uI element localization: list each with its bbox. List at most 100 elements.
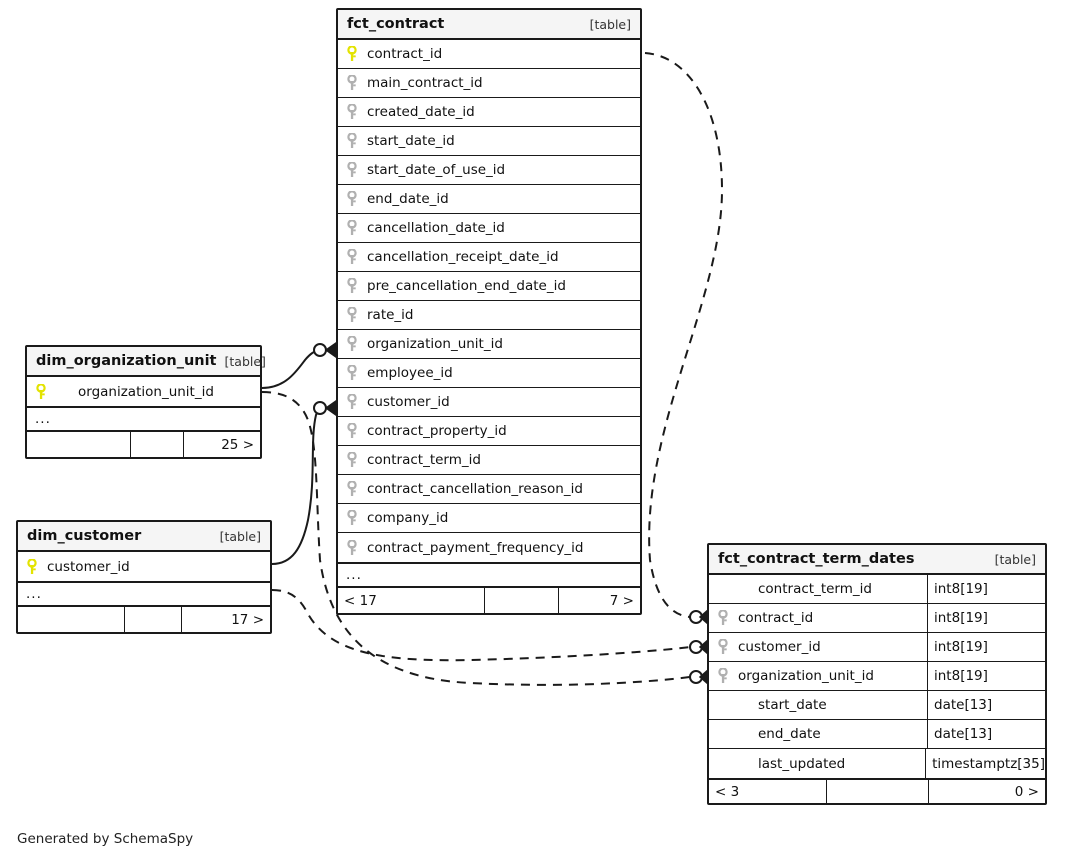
column-name-cell: last_updated: [709, 749, 925, 778]
foreign-key-icon: [718, 609, 731, 626]
footer-middle-cell: [131, 432, 184, 457]
table-footer-fct-contract-term-dates: < 3 0 >: [709, 778, 1045, 803]
foreign-key-icon: [347, 422, 360, 439]
column-name: organization_unit_id: [738, 668, 874, 684]
primary-key-icon: [36, 382, 49, 400]
connector-endpoint-customer: [313, 399, 337, 417]
column-name-cell: contract_term_id: [709, 575, 927, 603]
footer-incoming-count: < 3: [709, 780, 827, 803]
column-name-cell: start_date_id: [338, 127, 640, 155]
footer-middle-cell: [125, 607, 182, 632]
column-name-cell: company_id: [338, 504, 640, 532]
column-name-cell: organization_unit_id: [27, 377, 260, 406]
column-name: contract_property_id: [367, 423, 507, 439]
column-row[interactable]: contract_term_id int8[19]: [709, 575, 1045, 604]
foreign-key-icon: [718, 667, 731, 684]
column-type: int8[19]: [927, 662, 1045, 690]
column-name: employee_id: [367, 365, 453, 381]
footer-outgoing-count: 7 >: [609, 592, 634, 609]
column-row[interactable]: customer_id: [338, 388, 640, 417]
column-row[interactable]: company_id: [338, 504, 640, 533]
column-row[interactable]: end_date_id: [338, 185, 640, 214]
column-name-cell: end_date_id: [338, 185, 640, 213]
column-name: start_date: [758, 697, 827, 713]
table-kind-label: [table]: [219, 528, 261, 544]
column-row[interactable]: cancellation_receipt_date_id: [338, 243, 640, 272]
more-columns-indicator: ...: [18, 581, 270, 607]
column-row[interactable]: contract_cancellation_reason_id: [338, 475, 640, 504]
table-fct-contract-term-dates[interactable]: fct_contract_term_dates [table] contract…: [707, 543, 1047, 805]
column-name-cell: contract_term_id: [338, 446, 640, 474]
column-row[interactable]: pre_cancellation_end_date_id: [338, 272, 640, 301]
column-type: date[13]: [927, 720, 1045, 748]
foreign-key-icon: [347, 538, 360, 556]
column-name: cancellation_date_id: [367, 220, 505, 236]
column-name: organization_unit_id: [367, 336, 503, 352]
column-type: date[13]: [927, 691, 1045, 719]
foreign-key-icon: [347, 277, 360, 294]
table-title: fct_contract: [347, 16, 445, 32]
column-row[interactable]: organization_unit_id: [338, 330, 640, 359]
column-name: created_date_id: [367, 104, 475, 120]
column-name: organization_unit_id: [78, 383, 214, 400]
column-name-cell: cancellation_receipt_date_id: [338, 243, 640, 271]
column-type: int8[19]: [927, 633, 1045, 661]
column-row[interactable]: contract_term_id: [338, 446, 640, 475]
column-row[interactable]: start_date_of_use_id: [338, 156, 640, 185]
column-name-cell: contract_property_id: [338, 417, 640, 445]
foreign-key-icon: [347, 219, 360, 236]
column-name: end_date_id: [367, 191, 449, 207]
footer-middle-cell: [827, 780, 929, 803]
column-name-cell: employee_id: [338, 359, 640, 387]
column-row[interactable]: contract_property_id: [338, 417, 640, 446]
table-header-dim-customer: dim_customer [table]: [18, 522, 270, 552]
column-row[interactable]: employee_id: [338, 359, 640, 388]
table-kind-label: [table]: [224, 353, 266, 369]
column-name-cell: customer_id: [709, 633, 927, 661]
table-dim-organization-unit[interactable]: dim_organization_unit [table] organizati…: [25, 345, 266, 459]
column-row[interactable]: rate_id: [338, 301, 640, 330]
column-name: contract_id: [738, 610, 814, 626]
column-name: contract_term_id: [758, 581, 872, 597]
column-row[interactable]: organization_unit_id int8[19]: [709, 662, 1045, 691]
table-kind-label: [table]: [994, 551, 1036, 567]
column-list-dim-organization-unit: organization_unit_id: [27, 377, 260, 406]
column-name-cell: contract_payment_frequency_id: [338, 533, 640, 562]
column-name: company_id: [367, 510, 449, 526]
column-row[interactable]: contract_id: [338, 40, 640, 69]
footer-outgoing-count: 17 >: [231, 611, 264, 628]
column-row[interactable]: customer_id: [18, 552, 270, 581]
connector-endpoint-td-customer-id: [689, 638, 709, 656]
column-name-cell: main_contract_id: [338, 69, 640, 97]
column-row[interactable]: start_date_id: [338, 127, 640, 156]
column-name: customer_id: [367, 394, 450, 410]
column-row[interactable]: main_contract_id: [338, 69, 640, 98]
column-type: int8[19]: [927, 575, 1045, 603]
column-row[interactable]: created_date_id: [338, 98, 640, 127]
footer-incoming-count: [27, 432, 131, 457]
column-row[interactable]: contract_payment_frequency_id: [338, 533, 640, 562]
foreign-key-icon: [347, 248, 360, 265]
column-name: start_date_of_use_id: [367, 162, 506, 178]
column-name-cell: cancellation_date_id: [338, 214, 640, 242]
foreign-key-icon: [347, 74, 360, 91]
table-header-dim-organization-unit: dim_organization_unit [table]: [27, 347, 266, 377]
table-dim-customer[interactable]: dim_customer [table] customer_id ... 17 …: [16, 520, 272, 634]
column-row[interactable]: organization_unit_id: [27, 377, 260, 406]
footer-middle-cell: [485, 588, 559, 613]
column-row[interactable]: cancellation_date_id: [338, 214, 640, 243]
column-row[interactable]: start_date date[13]: [709, 691, 1045, 720]
table-title: fct_contract_term_dates: [718, 551, 915, 567]
connector-endpoint-org-unit: [313, 341, 337, 359]
footer-incoming-count: < 17: [338, 588, 485, 613]
foreign-key-icon: [347, 306, 360, 323]
column-name-cell: customer_id: [18, 552, 270, 581]
column-name-cell: contract_cancellation_reason_id: [338, 475, 640, 503]
